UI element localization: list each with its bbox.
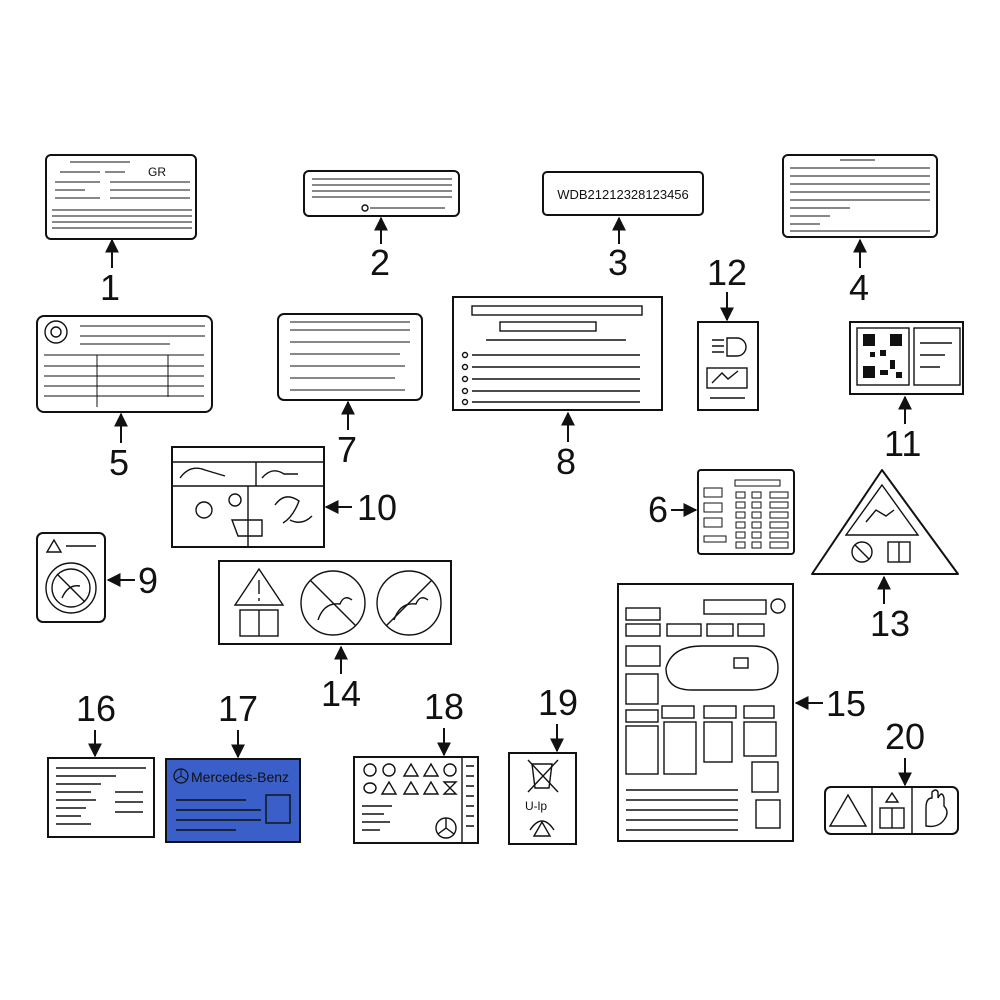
label-16-info-plate [47, 757, 155, 838]
callout-8: 8 [556, 411, 576, 482]
callout-14: 14 [321, 645, 361, 714]
callout-1: 1 [100, 238, 120, 308]
svg-text:18: 18 [424, 686, 464, 727]
callout-20: 20 [885, 716, 925, 787]
callout-10: 10 [324, 487, 397, 528]
label-13-airbag-warning [811, 469, 959, 575]
label-10-child-seat [171, 446, 325, 548]
svg-text:12: 12 [707, 252, 747, 293]
label-11-qr [849, 321, 964, 395]
callout-6: 6 [648, 489, 698, 530]
svg-text:14: 14 [321, 673, 361, 714]
recycle-text: U-lp [525, 799, 547, 813]
label-9-sun-visor [36, 532, 106, 623]
callout-18: 18 [424, 686, 464, 757]
label-14-airbag-warning [218, 560, 452, 645]
callout-13: 13 [870, 575, 910, 644]
svg-text:7: 7 [337, 429, 357, 470]
svg-text:16: 16 [76, 688, 116, 729]
callout-3: 3 [608, 216, 628, 283]
callout-15: 15 [794, 683, 866, 724]
label-4-info [782, 154, 938, 238]
label-5-tire-pressure [36, 315, 213, 413]
label-15-fuse-diagram [617, 583, 794, 842]
callout-19: 19 [538, 682, 578, 753]
label-7-fuel [277, 313, 423, 401]
callout-17: 17 [218, 688, 258, 759]
svg-text:3: 3 [608, 242, 628, 283]
callout-2: 2 [370, 216, 390, 283]
svg-text:1: 1 [100, 267, 120, 308]
svg-text:9: 9 [138, 560, 158, 601]
svg-text:5: 5 [109, 442, 129, 483]
callout-4: 4 [849, 238, 869, 308]
vin-text: WDB21212328123456 [557, 187, 689, 202]
callout-9: 9 [106, 560, 158, 601]
svg-text:10: 10 [357, 487, 397, 528]
label-12-headlamp [697, 321, 759, 411]
label-18-symbols [353, 756, 479, 844]
svg-text:19: 19 [538, 682, 578, 723]
label-20-warning [824, 786, 959, 835]
svg-text:11: 11 [884, 423, 921, 464]
svg-text:4: 4 [849, 267, 869, 308]
callout-12: 12 [707, 252, 747, 322]
svg-text:2: 2 [370, 242, 390, 283]
svg-text:6: 6 [648, 489, 668, 530]
callout-5: 5 [109, 412, 129, 483]
label-17-brand-plate: Mercedes-Benz [165, 758, 301, 843]
label-2-emission [303, 170, 460, 217]
recycle-icon [529, 820, 555, 837]
crossed-bin-icon [527, 759, 559, 793]
qr-code-icon [863, 334, 902, 378]
callout-7: 7 [337, 400, 357, 470]
svg-text:17: 17 [218, 688, 258, 729]
callout-16: 16 [76, 688, 116, 758]
label-6-fuse [697, 469, 795, 555]
brand-text: Mercedes-Benz [191, 769, 289, 785]
svg-text:13: 13 [870, 603, 910, 644]
label-3-vin-plate: WDB21212328123456 [542, 171, 704, 216]
svg-text:15: 15 [826, 683, 866, 724]
svg-text:GR: GR [148, 165, 166, 179]
label-19-recycling: U-lp [508, 752, 577, 845]
callout-11: 11 [884, 395, 921, 464]
svg-text:20: 20 [885, 716, 925, 757]
label-1-tire-info: GR [45, 154, 197, 240]
svg-text:8: 8 [556, 441, 576, 482]
label-8-info-sheet [452, 296, 663, 411]
